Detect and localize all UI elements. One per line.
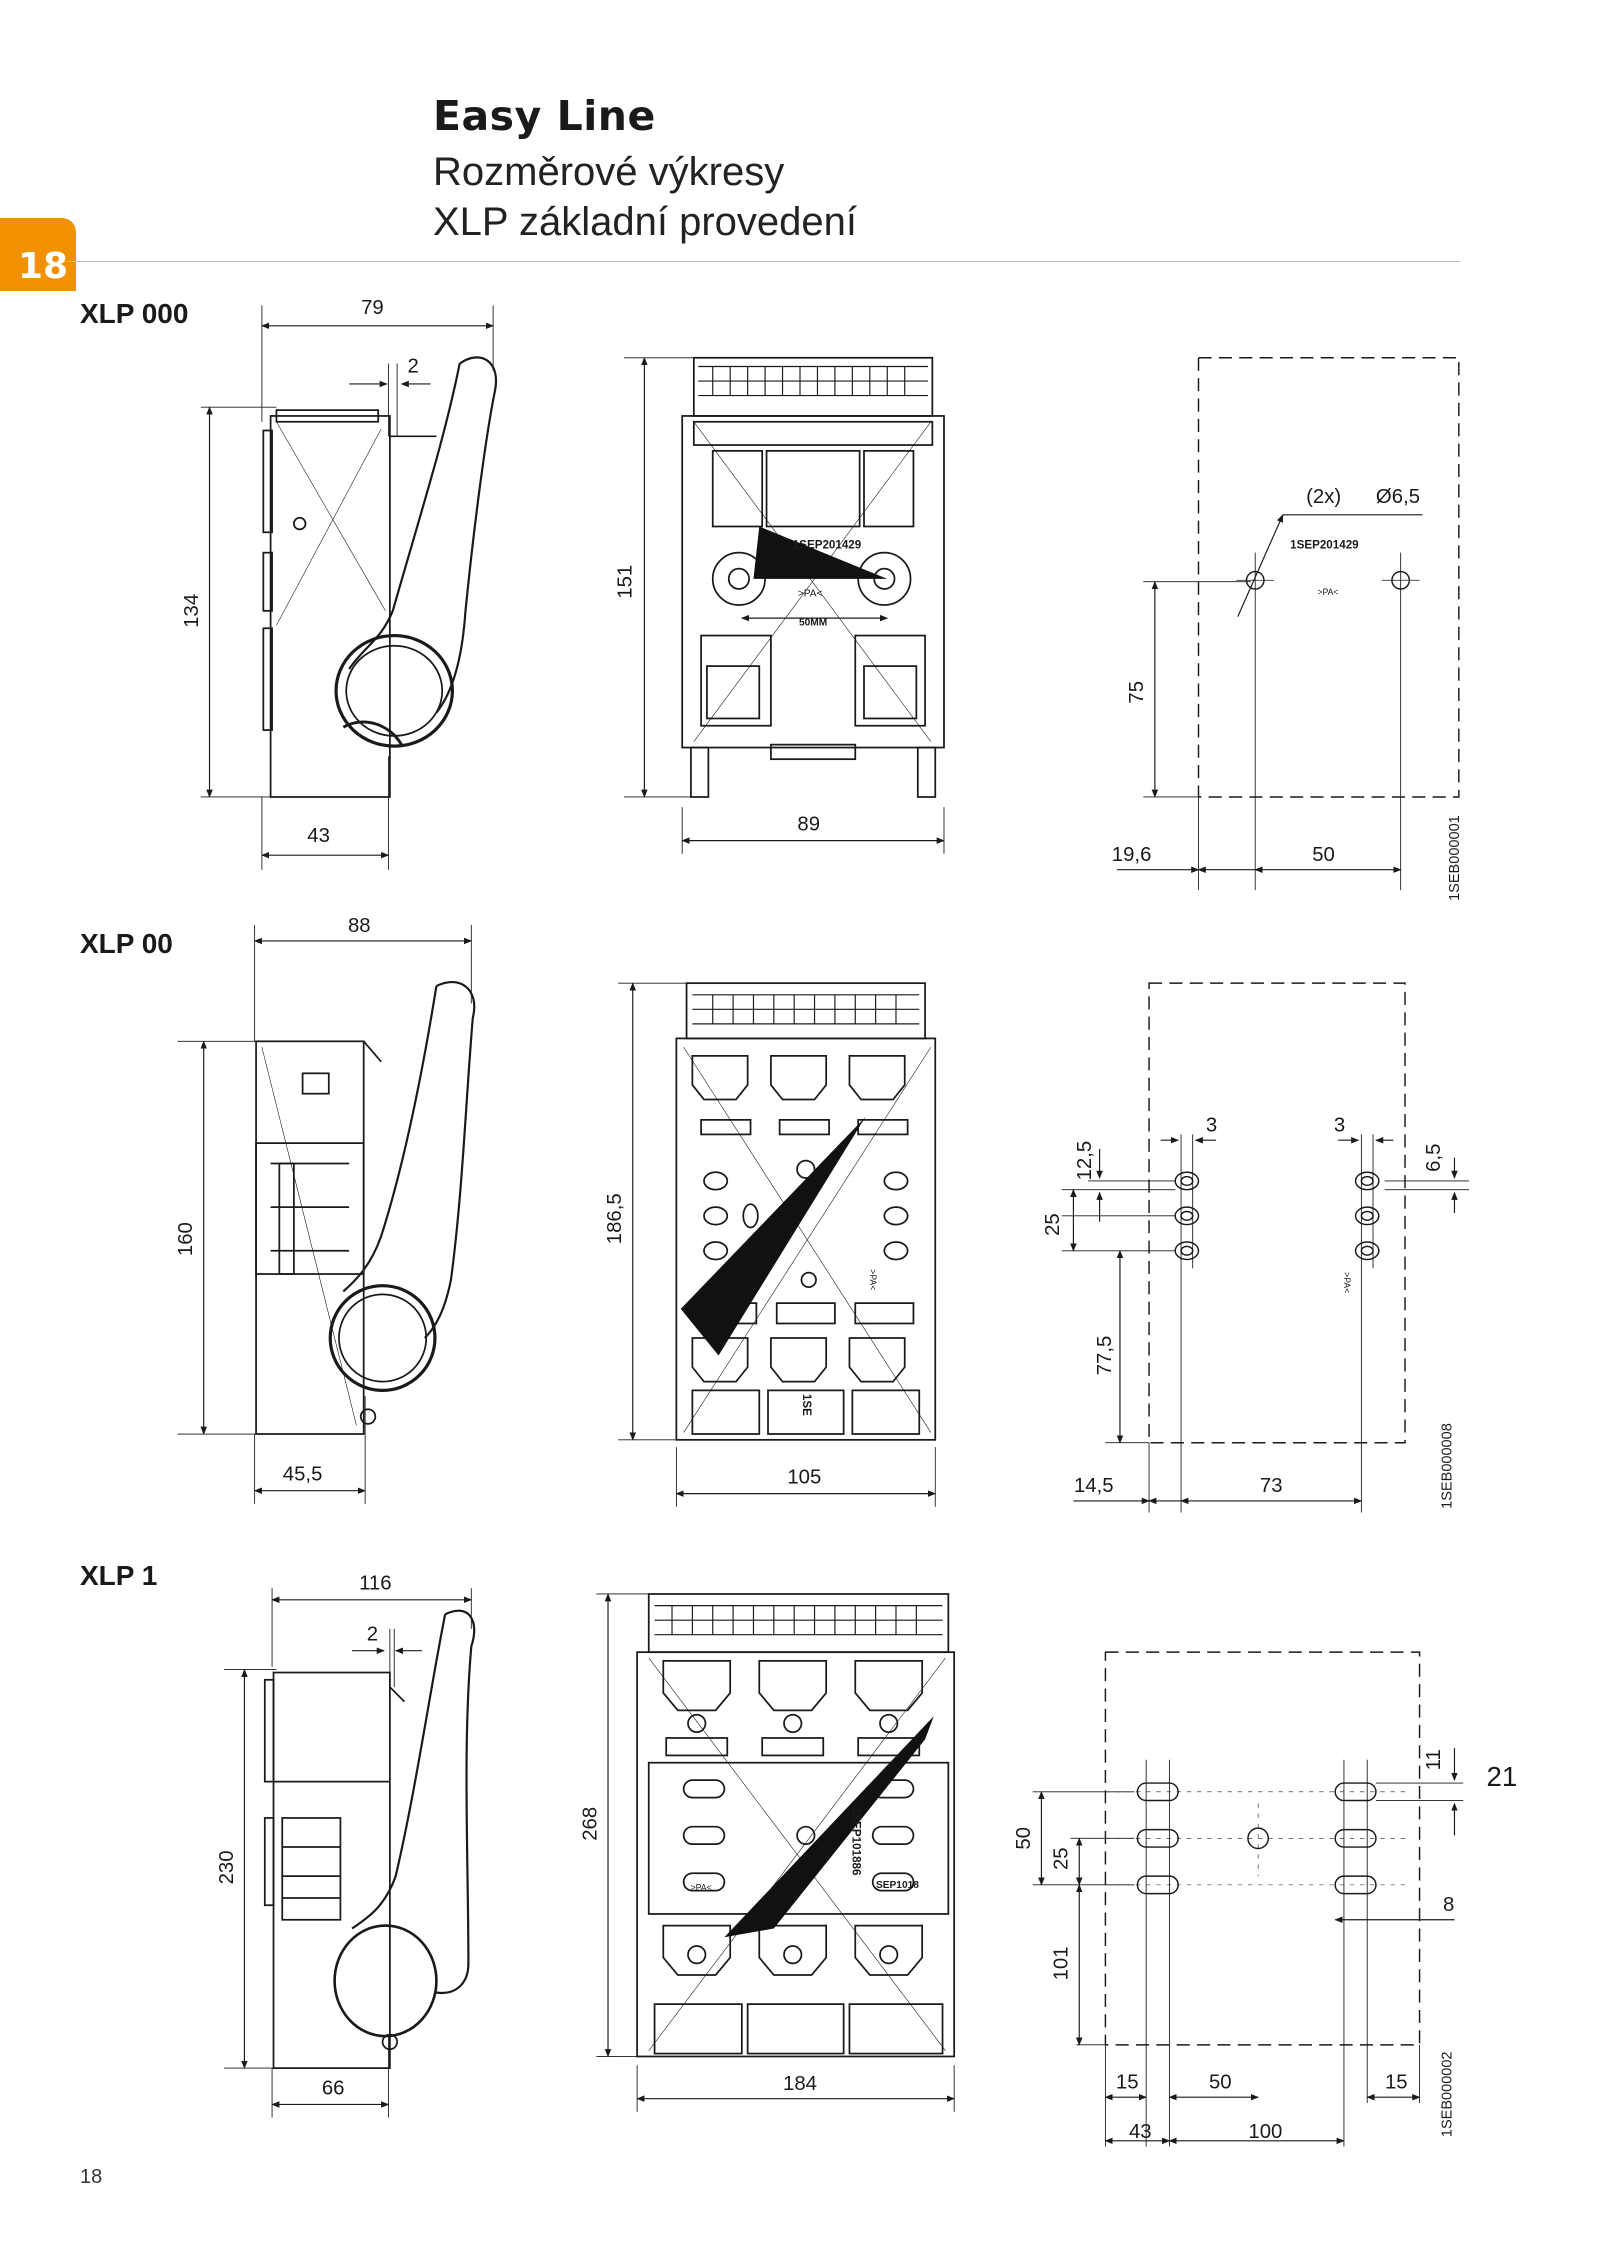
page-subtitle-2: XLP základní provedení — [433, 200, 858, 244]
xlp1-drilling-labels: 11 21 50 25 8 101 15 50 15 43 100 1SEB00… — [1013, 1749, 1517, 2143]
dim-xlp000-depth: 43 — [307, 825, 330, 847]
chapter-tab: 18 — [0, 218, 76, 291]
page-title: Easy Line — [433, 92, 656, 140]
chapter-number: 18 — [18, 246, 69, 287]
dim-xlp1-spacing-mid: 50 — [1209, 2071, 1232, 2093]
model-label-xlp1: XLP 1 — [80, 1560, 158, 1591]
xlp00-front-labels: 1SE >PA< 186,5 105 — [604, 1193, 878, 1488]
xlp000-side-view — [200, 305, 498, 870]
dim-xlp00-drill-offset: 14,5 — [1074, 1475, 1114, 1497]
dim-xlp00-slot-left: 3 — [1206, 1115, 1217, 1137]
xlp00-front-recycle: >PA< — [868, 1269, 878, 1290]
header-rule — [64, 261, 1460, 262]
xlp1-front-code-2: SEP1018 — [876, 1880, 919, 1891]
dim-xlp000-front-width: 89 — [797, 813, 820, 835]
dim-xlp1-pitch-outer: 50 — [1013, 1827, 1035, 1850]
dim-xlp00-front-width: 105 — [787, 1466, 821, 1488]
dim-xlp1-slot-height: 11 — [1423, 1749, 1445, 1770]
dim-xlp000-front-height: 151 — [614, 565, 636, 599]
dim-xlp000-drill-offset: 19,6 — [1112, 844, 1152, 866]
model-label-xlp000: XLP 000 — [80, 298, 189, 329]
model-label-xlp00: XLP 00 — [80, 928, 173, 959]
xlp000-front-code: 1SEP201429 — [793, 538, 862, 551]
dim-xlp1-width: 116 — [359, 1573, 391, 1595]
xlp000-drill-code: 1SEP201429 — [1290, 538, 1359, 551]
xlp00-drawing-id: 1SEB000008 — [1440, 1423, 1456, 1509]
dim-xlp1-edge-right: 15 — [1385, 2071, 1408, 2093]
dim-xlp00-pitch: 25 — [1042, 1213, 1064, 1236]
dim-xlp00-height: 160 — [175, 1222, 197, 1256]
dim-xlp00-drill-height: 77,5 — [1094, 1336, 1116, 1376]
dim-xlp1-slot-length: 21 — [1486, 1761, 1517, 1792]
dim-xlp00-front-height: 186,5 — [604, 1193, 626, 1244]
dim-xlp000-drill-spacing: 50 — [1312, 844, 1335, 866]
xlp000-front-labels: 1SEP201429 >PA< 50MM 151 89 — [614, 538, 861, 835]
xlp1-handle-pointer — [724, 1716, 934, 1938]
xlp000-front-scale: 50MM — [799, 617, 827, 628]
page-subtitle: Rozměrové výkresy — [433, 150, 785, 194]
dim-xlp1-drill-height: 101 — [1051, 1946, 1073, 1980]
xlp1-front-labels: 1SEP101886 SEP1018 >PA< 268 184 — [579, 1807, 919, 2095]
page-number: 18 — [80, 2166, 103, 2188]
dim-xlp00-drill-spacing: 73 — [1260, 1475, 1283, 1497]
dim-xlp1-depth: 66 — [322, 2077, 345, 2099]
xlp1-front-code: 1SEP101886 — [849, 1807, 862, 1876]
dim-xlp1-gap: 2 — [367, 1624, 378, 1646]
xlp1-front-view — [596, 1593, 956, 2112]
dim-xlp000-width: 79 — [361, 297, 384, 319]
dim-xlp00-pitch-small: 12,5 — [1074, 1141, 1096, 1181]
dim-xlp000-height: 134 — [181, 594, 203, 628]
xlp000-front-recycle: >PA< — [798, 588, 823, 599]
xlp000-hole-diameter: Ø6,5 — [1376, 486, 1420, 508]
dim-xlp1-drill-spacing: 100 — [1248, 2121, 1282, 2143]
xlp000-front-view — [624, 356, 945, 854]
dim-xlp000-gap: 2 — [407, 355, 418, 377]
xlp00-front-code: 1SE — [800, 1394, 813, 1416]
xlp000-drilling-labels: (2x) Ø6,5 1SEP201429 >PA< 75 19,6 50 1SE… — [1112, 486, 1463, 901]
xlp00-side-labels: 88 45,5 160 — [175, 915, 371, 1485]
xlp00-drilling-labels: 3 3 12,5 25 6,5 77,5 14,5 73 >PA< 1SEB00… — [1042, 1115, 1456, 1509]
xlp000-handle-pointer — [753, 526, 888, 579]
xlp1-drilling-plan — [1032, 1651, 1464, 2147]
dim-xlp1-front-height: 268 — [579, 1807, 601, 1841]
xlp1-drawing-id: 1SEB000002 — [1440, 2051, 1456, 2137]
xlp1-side-labels: 116 2 66 230 — [216, 1573, 392, 2100]
dim-xlp00-width: 88 — [348, 915, 371, 937]
dim-xlp00-depth: 45,5 — [283, 1464, 323, 1486]
xlp000-hole-count: (2x) — [1306, 486, 1341, 508]
dim-xlp1-slot-width: 8 — [1443, 1894, 1454, 1916]
xlp00-drilling-plan — [1061, 982, 1470, 1513]
xlp000-drill-recycle: >PA< — [1317, 587, 1338, 597]
xlp000-side-labels: 79 2 43 134 — [181, 297, 419, 847]
xlp00-side-view — [177, 924, 476, 1504]
dim-xlp00-slot-right: 3 — [1334, 1115, 1345, 1137]
xlp000-drawing-id: 1SEB000001 — [1447, 815, 1463, 901]
dim-xlp1-pitch: 25 — [1051, 1847, 1073, 1870]
xlp1-side-view — [224, 1588, 476, 2118]
dim-xlp00-pitch-right: 6,5 — [1423, 1144, 1445, 1172]
dim-xlp000-drill-height: 75 — [1126, 681, 1148, 704]
xlp1-front-recycle: >PA< — [691, 1883, 712, 1893]
xlp000-drilling-plan — [1117, 357, 1460, 891]
dim-xlp1-edge-left: 15 — [1116, 2071, 1139, 2093]
xlp00-drill-recycle: >PA< — [1342, 1272, 1352, 1293]
xlp00-front-view — [618, 982, 937, 1507]
dim-xlp1-drill-offset: 43 — [1129, 2121, 1152, 2143]
xlp00-handle-pointer — [680, 1116, 866, 1356]
dim-xlp1-height: 230 — [216, 1850, 238, 1884]
dim-xlp1-front-width: 184 — [783, 2073, 817, 2095]
